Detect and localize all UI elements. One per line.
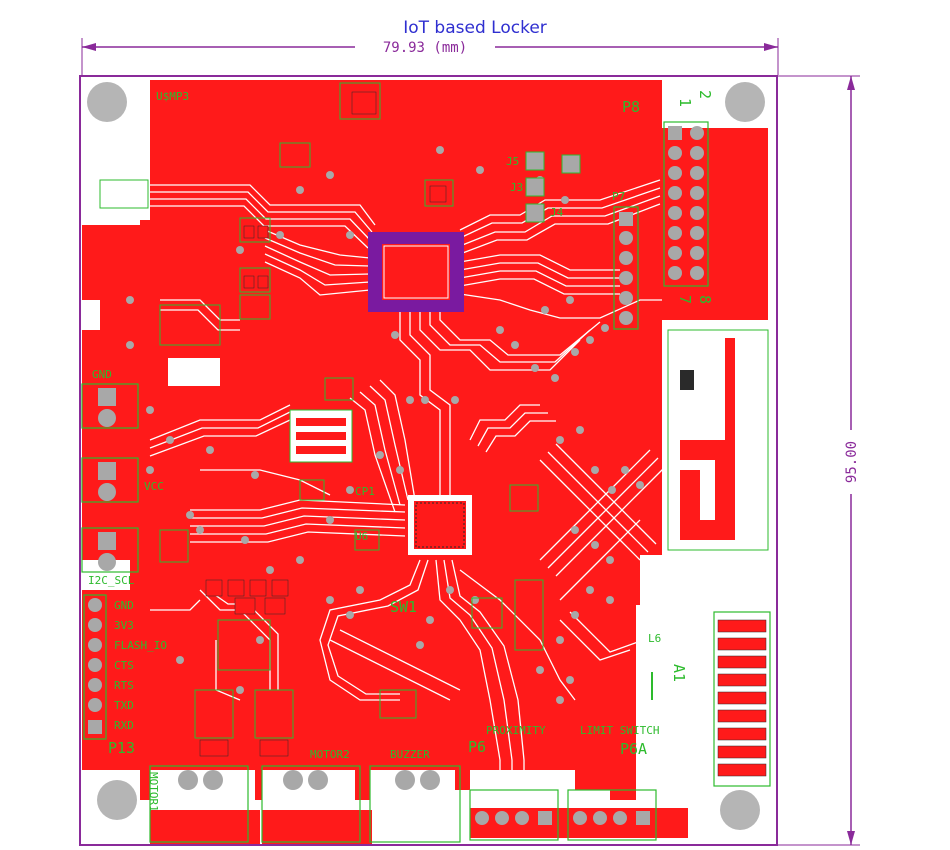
regulator-ic bbox=[217, 619, 271, 671]
test-points bbox=[525, 151, 581, 223]
mounting-hole-top-left bbox=[87, 82, 127, 122]
label-p8-pin8: 8 bbox=[696, 295, 714, 304]
label-p8-pin2: 2 bbox=[696, 90, 714, 99]
mounting-hole-bottom-left bbox=[97, 780, 137, 820]
label-p6: P6 bbox=[468, 738, 486, 756]
height-dimension-label: 95.00 bbox=[844, 441, 860, 483]
p13-pin-label: 3V3 bbox=[114, 619, 134, 632]
p13-pin-label: RXD bbox=[114, 719, 134, 732]
p13-pin-label: CTS bbox=[114, 659, 134, 672]
label-p8: P8 bbox=[622, 98, 640, 116]
label-vcc: VCC bbox=[144, 480, 164, 493]
label-gnd: GND bbox=[92, 368, 112, 381]
label-p7: P7 bbox=[612, 190, 625, 203]
mounting-hole-top-right bbox=[725, 82, 765, 122]
p13-pin-label: GND bbox=[114, 599, 134, 612]
label-i2c-scl: I2C_SCL bbox=[88, 574, 135, 587]
p13-header bbox=[83, 594, 107, 740]
p13-pin-labels: GND 3V3 FLASH_IO CTS RTS TXD RXD bbox=[114, 599, 167, 732]
height-dimension: 95.00 bbox=[778, 75, 860, 846]
label-top: U$MP3 bbox=[156, 90, 189, 103]
label-p8-pin1: 1 bbox=[676, 98, 694, 107]
label-motor1: MOTOR1 bbox=[147, 772, 160, 812]
smd-components bbox=[99, 82, 544, 739]
width-dimension: 79.93 (mm) bbox=[81, 38, 779, 75]
label-j5: J5 bbox=[506, 155, 519, 168]
label-motor2: MOTOR2 bbox=[310, 748, 350, 761]
label-cp1: CP1 bbox=[355, 485, 375, 498]
width-dimension-label: 79.93 (mm) bbox=[383, 40, 467, 56]
p8-header bbox=[663, 121, 709, 287]
board-title: IoT based Locker bbox=[403, 18, 547, 38]
label-j3: J3 bbox=[510, 181, 523, 194]
label-l6: L6 bbox=[648, 632, 661, 645]
upper-mcu-chip bbox=[368, 232, 464, 312]
lower-mcu-chip bbox=[408, 495, 472, 555]
label-proximity: PROXIMITY bbox=[486, 724, 546, 737]
p13-pin-label: FLASH_IO bbox=[114, 639, 167, 652]
label-limit-switch: LIMIT SWITCH bbox=[580, 724, 659, 737]
label-u6: U6 bbox=[355, 530, 368, 543]
p13-pin-label: RTS bbox=[114, 679, 134, 692]
mounting-holes bbox=[87, 82, 765, 830]
left-terminals bbox=[81, 383, 139, 573]
memory-ic bbox=[289, 409, 353, 463]
smd-pads bbox=[199, 91, 447, 757]
label-j4: J4 bbox=[550, 206, 564, 219]
p7-header bbox=[613, 206, 639, 330]
label-p13: P13 bbox=[108, 739, 135, 757]
label-sw1: SW1 bbox=[390, 598, 417, 616]
label-p8-pin7: 7 bbox=[676, 295, 694, 304]
a1-connector bbox=[651, 611, 771, 787]
antenna bbox=[667, 329, 769, 551]
label-p6a: P6A bbox=[620, 740, 647, 758]
label-a1: A1 bbox=[670, 664, 688, 682]
mounting-hole-bottom-right bbox=[720, 790, 760, 830]
label-buzzer: BUZZER bbox=[390, 748, 430, 761]
bottom-terminals bbox=[149, 765, 657, 843]
p13-pin-label: TXD bbox=[114, 699, 134, 712]
